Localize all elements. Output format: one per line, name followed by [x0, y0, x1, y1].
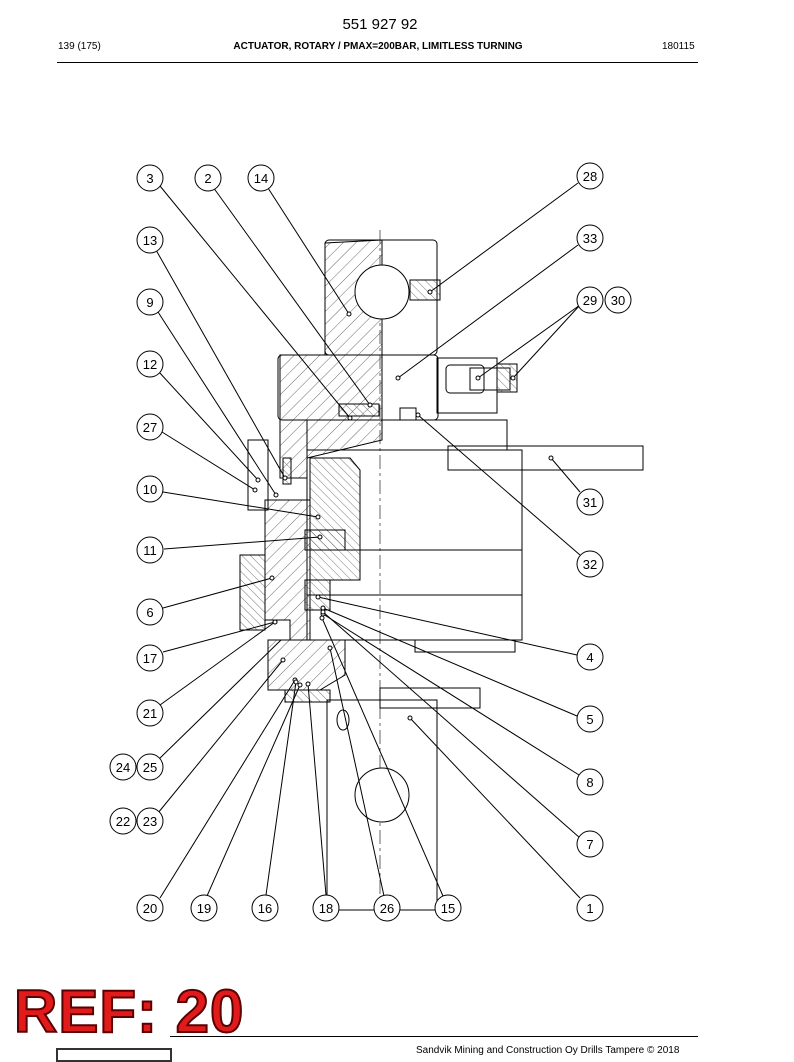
actuator-body — [239, 230, 644, 911]
svg-text:5: 5 — [586, 712, 593, 727]
svg-text:18: 18 — [319, 901, 333, 916]
callout-20: 20 — [136, 894, 164, 922]
callout-29: 29 — [576, 286, 604, 314]
footer-rule — [170, 1036, 698, 1037]
callout-21: 21 — [136, 699, 164, 727]
svg-text:2: 2 — [204, 171, 211, 186]
ref-stamp: REF: 20 — [13, 978, 245, 1045]
callout-27: 27 — [136, 413, 164, 441]
svg-text:6: 6 — [146, 605, 153, 620]
svg-text:32: 32 — [583, 557, 597, 572]
callout-23: 23 — [136, 807, 164, 835]
svg-text:1: 1 — [586, 901, 593, 916]
callout-11: 11 — [136, 536, 164, 564]
callout-28: 28 — [576, 162, 604, 190]
svg-text:22: 22 — [116, 814, 130, 829]
svg-text:26: 26 — [380, 901, 394, 916]
brand-logo — [56, 1048, 172, 1062]
svg-text:16: 16 — [258, 901, 272, 916]
page-title: ACTUATOR, ROTARY / PMAX=200BAR, LIMITLES… — [233, 41, 523, 52]
callout-31: 31 — [576, 488, 604, 516]
callout-32: 32 — [576, 550, 604, 578]
date-code: 180115 — [662, 41, 695, 52]
svg-text:33: 33 — [583, 231, 597, 246]
callout-9: 9 — [136, 288, 164, 316]
svg-text:31: 31 — [583, 495, 597, 510]
callout-8: 8 — [576, 768, 604, 796]
svg-text:19: 19 — [197, 901, 211, 916]
callout-17: 17 — [136, 644, 164, 672]
svg-text:7: 7 — [586, 837, 593, 852]
callout-25: 25 — [136, 753, 164, 781]
svg-text:13: 13 — [143, 233, 157, 248]
svg-text:14: 14 — [254, 171, 268, 186]
svg-text:15: 15 — [441, 901, 455, 916]
callout-22: 22 — [109, 807, 137, 835]
leader-lines — [155, 182, 581, 899]
callout-4: 4 — [576, 643, 604, 671]
callout-1: 1 — [576, 894, 604, 922]
svg-text:30: 30 — [611, 293, 625, 308]
page-counter: 139 (175) — [58, 41, 101, 52]
callout-26: 26 — [373, 894, 401, 922]
svg-text:10: 10 — [143, 482, 157, 497]
svg-text:25: 25 — [143, 760, 157, 775]
doc-number: 551 927 92 — [342, 16, 418, 33]
callout-19: 19 — [190, 894, 218, 922]
svg-text:23: 23 — [143, 814, 157, 829]
svg-text:11: 11 — [143, 543, 157, 558]
callout-30: 30 — [604, 286, 632, 314]
footer-copyright: Sandvik Mining and Construction Oy Drill… — [416, 1045, 680, 1056]
callout-15: 15 — [434, 894, 462, 922]
svg-text:4: 4 — [586, 650, 593, 665]
svg-text:21: 21 — [143, 706, 157, 721]
svg-text:17: 17 — [143, 651, 157, 666]
svg-text:20: 20 — [143, 901, 157, 916]
callout-18: 18 — [312, 894, 340, 922]
callout-16: 16 — [251, 894, 279, 922]
callout-3: 3 — [136, 164, 164, 192]
svg-text:27: 27 — [143, 420, 157, 435]
callout-7: 7 — [576, 830, 604, 858]
svg-text:3: 3 — [146, 171, 153, 186]
callout-10: 10 — [136, 475, 164, 503]
callout-14: 14 — [247, 164, 275, 192]
callout-24: 24 — [109, 753, 137, 781]
svg-text:9: 9 — [146, 295, 153, 310]
svg-text:8: 8 — [586, 775, 593, 790]
callout-12: 12 — [136, 350, 164, 378]
callout-5: 5 — [576, 705, 604, 733]
callout-bubbles: 3 2 14 28 13 33 9 29 30 12 27 10 31 11 3… — [109, 162, 632, 922]
svg-text:12: 12 — [143, 357, 157, 372]
callout-6: 6 — [136, 598, 164, 626]
svg-text:29: 29 — [583, 293, 597, 308]
header-rule — [57, 62, 698, 63]
callout-2: 2 — [194, 164, 222, 192]
svg-text:24: 24 — [116, 760, 130, 775]
callout-13: 13 — [136, 226, 164, 254]
callout-33: 33 — [576, 224, 604, 252]
svg-text:28: 28 — [583, 169, 597, 184]
